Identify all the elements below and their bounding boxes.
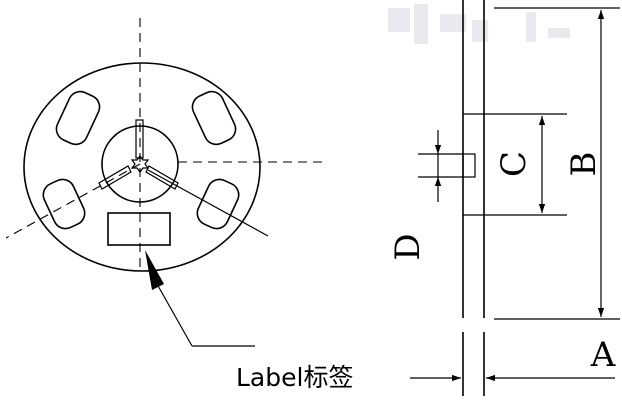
dimension-d: D bbox=[388, 130, 463, 261]
reel-window-bottom-left bbox=[42, 178, 86, 230]
arbor-hole bbox=[462, 153, 476, 178]
dim-c-letter: C bbox=[494, 151, 534, 177]
label-callout: Label标签 bbox=[145, 250, 353, 392]
reel-outer-circle bbox=[23, 62, 261, 272]
reel-front-view bbox=[5, 18, 322, 272]
watermark bbox=[388, 4, 570, 44]
dim-d-letter: D bbox=[388, 233, 428, 260]
dimension-a: A bbox=[410, 335, 616, 382]
dim-a-letter: A bbox=[590, 335, 616, 375]
reel-window-top-left bbox=[55, 90, 101, 146]
label-rectangle bbox=[107, 212, 171, 246]
center-line-diagonal bbox=[5, 163, 141, 239]
hub-spokes bbox=[98, 119, 179, 190]
label-text: Label标签 bbox=[236, 363, 353, 392]
dimension-b: B bbox=[564, 10, 605, 317]
leader-line-lower-right bbox=[147, 169, 269, 237]
dim-b-letter: B bbox=[564, 152, 604, 177]
dimension-c: C bbox=[494, 116, 546, 213]
reel-side-view bbox=[462, 0, 620, 396]
reel-window-top-right bbox=[191, 90, 237, 146]
reel-window-bottom-right bbox=[196, 178, 240, 230]
